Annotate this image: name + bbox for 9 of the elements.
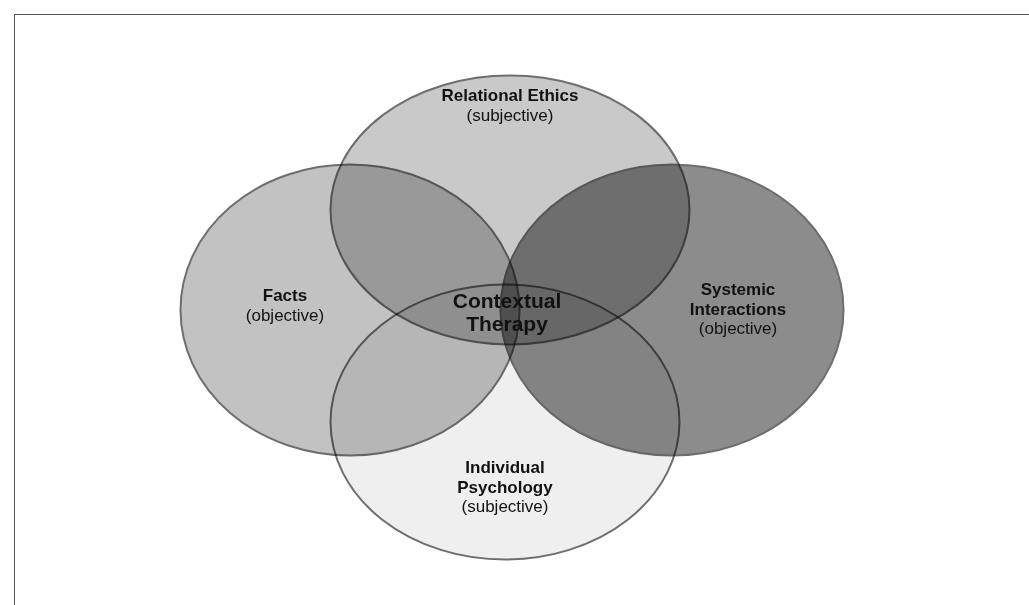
circle-subtitle: (subjective) (465, 105, 555, 126)
circle-title: Facts (261, 286, 309, 306)
circle-subtitle: (subjective) (460, 497, 550, 517)
circle-subtitle: (objective) (697, 319, 779, 339)
circle-subtitle: (objective) (244, 305, 326, 326)
circle-title: Individual Psychology (456, 458, 554, 498)
circle-title: Relational Ethics (440, 86, 580, 106)
circle-title: Systemic Interactions (688, 280, 788, 320)
center-label: Contextual Therapy (451, 288, 563, 336)
